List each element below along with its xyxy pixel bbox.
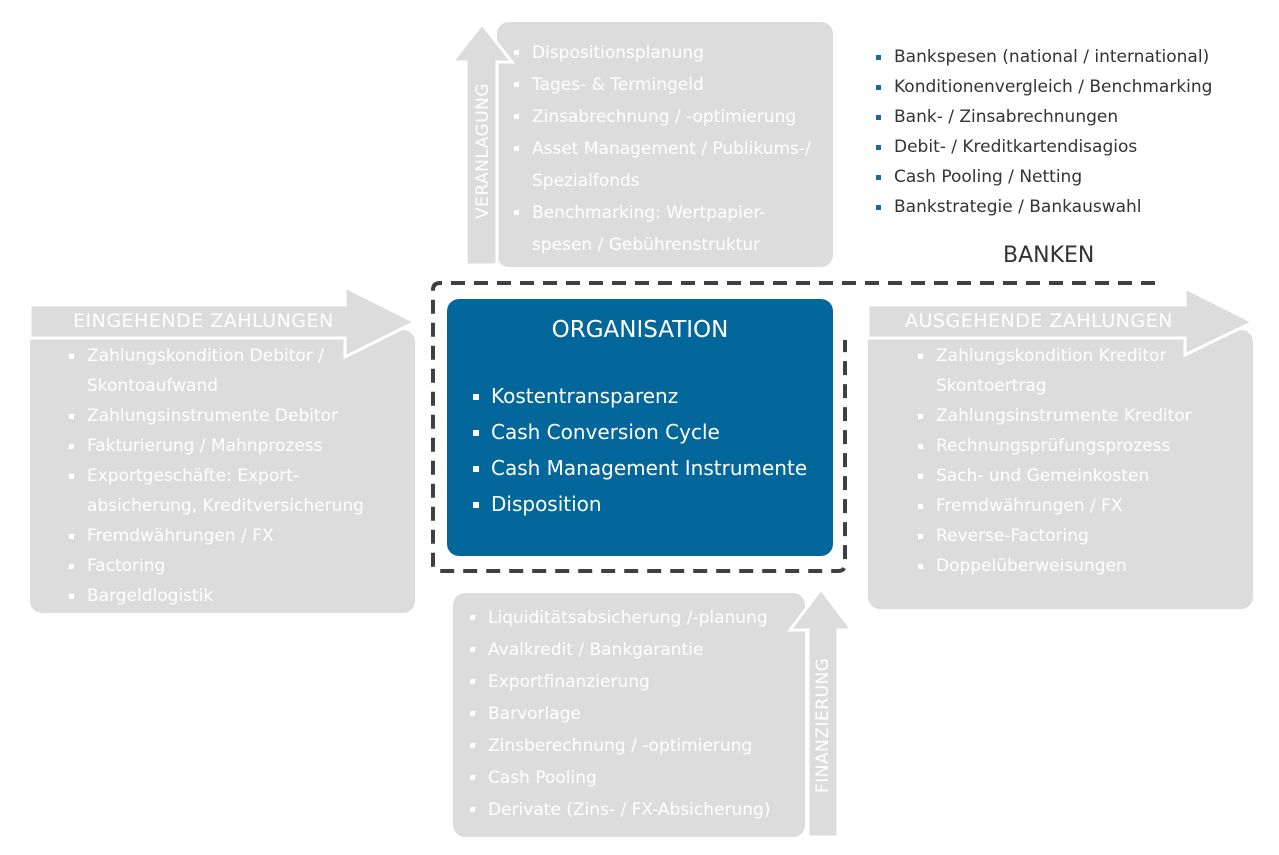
- list-item: Konditionenvergleich / Benchmarking: [874, 72, 1274, 102]
- list-item: Zinsabrechnung / -optimierung: [512, 101, 812, 133]
- list-item: Zinsberechnung / -optimierung: [468, 730, 808, 762]
- list-item: Sach- und Gemeinkosten: [916, 461, 1236, 491]
- finanzierung-list: Liquiditätsabsicherung /-planung Avalkre…: [468, 602, 808, 826]
- list-item: Tages- & Termingeld: [512, 69, 812, 101]
- list-item: Fremdwährungen / FX: [916, 491, 1236, 521]
- list-item: Zahlungskondition Kreditor Skontoertrag: [916, 341, 1236, 401]
- eingehend-label: EINGEHENDE ZAHLUNGEN: [73, 310, 334, 332]
- list-item: Dispositionsplanung: [512, 37, 812, 69]
- finanzierung-label: FINANZIERUNG: [813, 657, 833, 793]
- banken-list: Bankspesen (national / international) Ko…: [874, 42, 1274, 222]
- ausgehend-arrow: [866, 285, 1257, 358]
- list-item: Exportfinanzierung: [468, 666, 808, 698]
- list-item: Benchmarking: Wertpapier-spesen / Gebühr…: [512, 197, 812, 261]
- list-item: Fremdwährungen / FX: [67, 521, 397, 551]
- organisation-list: Kostentransparenz Cash Conversion Cycle …: [471, 378, 807, 522]
- list-item: Bankstrategie / Bankauswahl: [874, 192, 1274, 222]
- veranlagung-list: Dispositionsplanung Tages- & Termingeld …: [512, 37, 812, 261]
- list-item: Barvorlage: [468, 698, 808, 730]
- veranlagung-box: [497, 22, 833, 267]
- list-item: Cash Management Instrumente: [471, 450, 807, 486]
- banken-label: BANKEN: [1003, 243, 1095, 268]
- banken-dashed-frame: [431, 281, 1155, 573]
- list-item: Exportgeschäfte: Export-absicherung, Kre…: [67, 461, 397, 521]
- list-item: Zahlungskondition Debitor / Skontoaufwan…: [67, 341, 397, 401]
- list-item: Doppelüberweisungen: [916, 551, 1236, 581]
- organisation-box: ORGANISATION Kostentransparenz Cash Conv…: [447, 299, 833, 556]
- list-item: Bank- / Zinsabrechnungen: [874, 102, 1274, 132]
- eingehend-arrow: [28, 284, 419, 360]
- list-item: Derivate (Zins- / FX-Absicherung): [468, 794, 808, 826]
- list-item: Kostentransparenz: [471, 378, 807, 414]
- list-item: Avalkredit / Bankgarantie: [468, 634, 808, 666]
- list-item: Disposition: [471, 486, 807, 522]
- list-item: Cash Pooling: [468, 762, 808, 794]
- organisation-title: ORGANISATION: [551, 317, 729, 343]
- list-item: Factoring: [67, 551, 397, 581]
- list-item: Fakturierung / Mahnprozess: [67, 431, 397, 461]
- finanzierung-arrow: [786, 586, 856, 839]
- list-item: Asset Management / Publikums-/ Spezialfo…: [512, 133, 812, 197]
- list-item: Zahlungsinstrumente Kreditor: [916, 401, 1236, 431]
- list-item: Bankspesen (national / international): [874, 42, 1274, 72]
- list-item: Zahlungsinstrumente Debitor: [67, 401, 397, 431]
- list-item: Bargeldlogistik: [67, 581, 397, 611]
- list-item: Debit- / Kreditkartendisagios: [874, 132, 1274, 162]
- list-item: Liquiditätsabsicherung /-planung: [468, 602, 808, 634]
- ausgehend-box: [868, 330, 1253, 609]
- ausgehend-list: Zahlungskondition Kreditor Skontoertrag …: [916, 341, 1236, 581]
- finanzierung-box: [453, 593, 805, 837]
- list-item: Reverse-Factoring: [916, 521, 1236, 551]
- eingehend-box: [30, 330, 415, 613]
- list-item: Cash Pooling / Netting: [874, 162, 1274, 192]
- ausgehend-label: AUSGEHENDE ZAHLUNGEN: [905, 310, 1173, 332]
- list-item: Cash Conversion Cycle: [471, 414, 807, 450]
- veranlagung-arrow: [448, 21, 516, 267]
- veranlagung-label: VERANLAGUNG: [473, 82, 493, 219]
- list-item: Rechnungsprüfungsprozess: [916, 431, 1236, 461]
- eingehend-list: Zahlungskondition Debitor / Skontoaufwan…: [67, 341, 397, 611]
